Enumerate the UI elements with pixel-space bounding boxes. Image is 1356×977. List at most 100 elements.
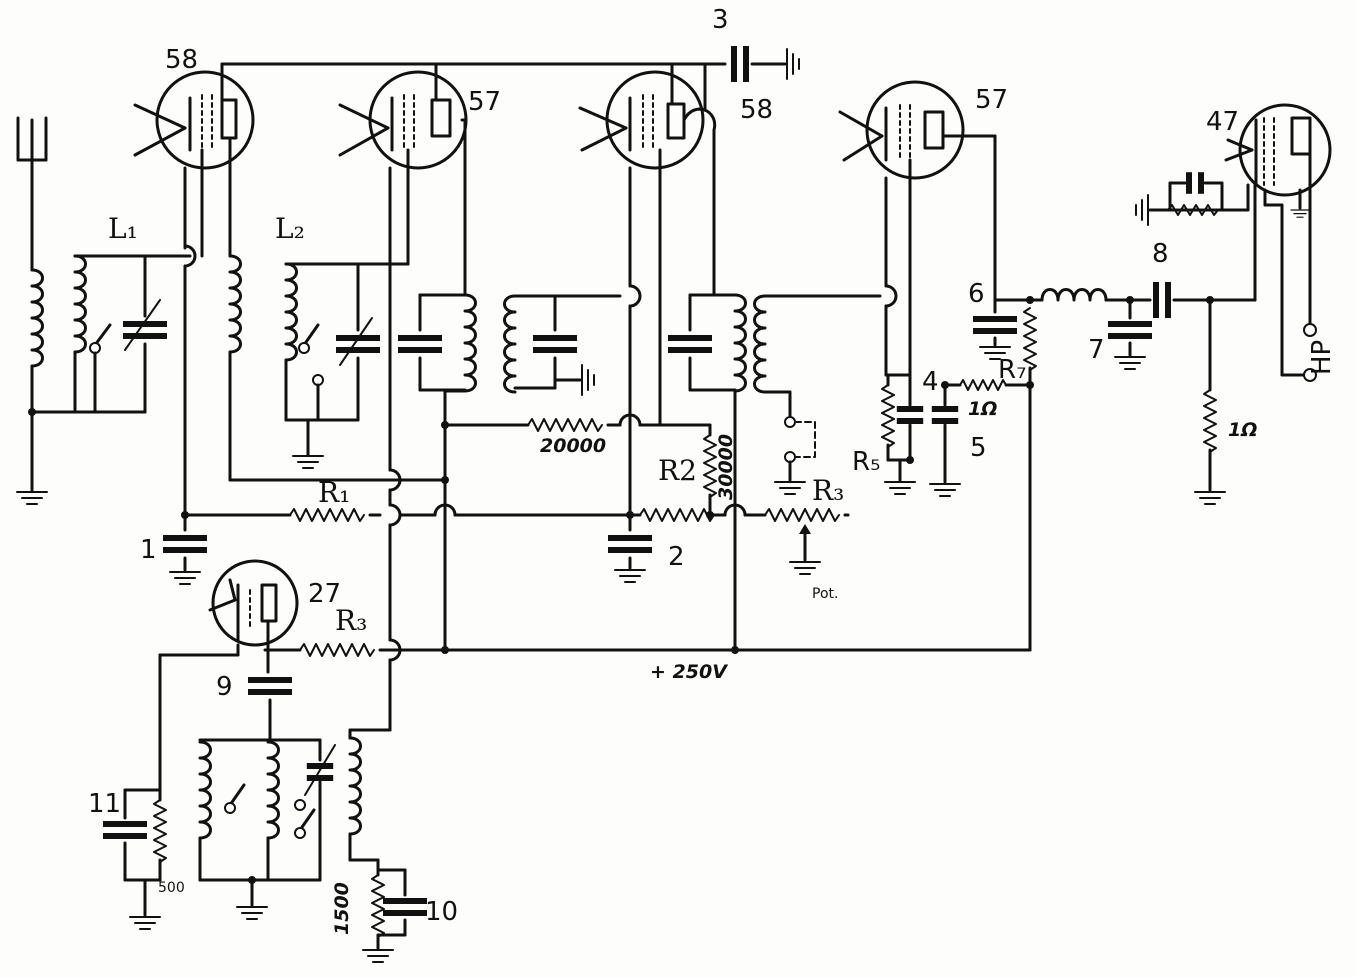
- rf-choke: [1040, 288, 1108, 302]
- tuning-capacitor: [123, 324, 167, 336]
- resistor-20000: [527, 418, 603, 432]
- resistor-500: [153, 799, 167, 863]
- ground-icon: [129, 916, 161, 930]
- grid-leak-resistor: [1203, 389, 1217, 453]
- switch-icon: [302, 323, 320, 347]
- coil-l2: [284, 262, 298, 362]
- if-transformer-secondary: [753, 294, 767, 394]
- switch-icon: [228, 783, 246, 807]
- ground-icon: [362, 949, 394, 963]
- capacitor-6: [973, 319, 1017, 331]
- capacitor-label-2: 2: [668, 542, 685, 572]
- capacitor-label-5: 5: [970, 433, 987, 463]
- resistor-label-r7: R₇: [998, 355, 1027, 385]
- tube-4: [838, 80, 965, 180]
- switch-icon: [93, 323, 112, 347]
- ground-icon: [236, 906, 268, 920]
- coil-l1: [73, 254, 87, 354]
- resistor-label-r1: R₁: [318, 476, 350, 509]
- antenna-icon: [16, 116, 48, 172]
- if-transformer-primary: [733, 293, 747, 393]
- resistor-r1: [289, 508, 365, 522]
- ground-icon: [16, 491, 48, 505]
- tube-label-6: 27: [308, 579, 341, 609]
- switch-icon: [298, 808, 316, 832]
- oscillator-coil-2: [266, 740, 280, 840]
- reaction-coil: [348, 736, 362, 836]
- supply-voltage-label: + 250V: [650, 661, 728, 683]
- tube-5: [1224, 103, 1332, 197]
- capacitor-8: [1156, 282, 1168, 318]
- resistor-label-r2: R2: [658, 454, 697, 487]
- capacitor-label-7: 7: [1088, 335, 1105, 365]
- ground-icon: [774, 481, 806, 495]
- antenna-coil: [30, 268, 44, 368]
- tube-3: [578, 70, 705, 170]
- tube-1: [133, 70, 255, 170]
- ground-icon: [1135, 194, 1149, 226]
- tube-label-5: 47: [1206, 107, 1239, 137]
- capacitor-label-6: 6: [968, 279, 985, 309]
- oscillator-tuning-capacitor: [307, 766, 333, 778]
- if-transformer-primary: [463, 293, 477, 393]
- capacitor-label-3: 3: [712, 5, 729, 35]
- resistor-1-ohm: [959, 379, 1007, 391]
- tube-label-3: 58: [740, 95, 773, 125]
- capacitor-label-1: 1: [140, 535, 157, 565]
- capacitor-7: [1108, 324, 1152, 336]
- resistor-value-30000: 30000: [715, 434, 737, 500]
- capacitor-2: [608, 538, 652, 550]
- tube-label-2: 57: [468, 87, 501, 117]
- resistor-value-20000: 20000: [540, 435, 606, 457]
- speaker-label: HP: [1307, 340, 1337, 375]
- resistor-label-r5: R₅: [852, 447, 881, 477]
- coil-label-l2: L₂: [275, 212, 305, 245]
- ground-icon: [1194, 491, 1226, 505]
- ground-icon: [1114, 356, 1146, 370]
- resistor-value-1ohm-a: 1Ω: [968, 398, 997, 420]
- cathode-resistor: [1167, 204, 1219, 216]
- tube-6: [208, 559, 299, 647]
- ground-icon: [789, 561, 821, 575]
- ground-icon: [929, 483, 961, 497]
- resistor-1500: [371, 874, 385, 938]
- ground-icon: [614, 569, 646, 583]
- capacitor-3: [734, 46, 746, 82]
- resistor-r7: [1023, 307, 1037, 371]
- resistor-r5: [881, 384, 895, 448]
- potentiometer-label: Pot.: [812, 586, 838, 602]
- ground-icon: [786, 48, 800, 80]
- capacitor-label-8: 8: [1152, 239, 1169, 269]
- coil-plate-1: [228, 254, 242, 354]
- resistor: [639, 508, 715, 522]
- ground-icon: [292, 455, 324, 469]
- resistor-label-r3-osc: R₃: [335, 604, 367, 637]
- resistor-value-1500: 1500: [331, 882, 353, 935]
- resistor-value-1ohm-b: 1Ω: [1228, 419, 1257, 441]
- cathode-capacitor: [1189, 172, 1201, 194]
- capacitor-1: [163, 538, 207, 550]
- oscillator-coil-1: [198, 740, 212, 840]
- if-transformer-secondary: [503, 294, 517, 394]
- if-capacitor: [668, 338, 712, 350]
- ground-icon: [1290, 209, 1310, 218]
- tube-label-4: 57: [975, 85, 1008, 115]
- capacitor-10: [383, 901, 427, 913]
- if-capacitor: [398, 338, 442, 350]
- capacitor-label-4: 4: [922, 367, 939, 397]
- if-capacitor: [533, 338, 577, 350]
- tube-2: [338, 70, 468, 170]
- capacitor-label-11: 11: [88, 789, 121, 819]
- coil-label-l1: L₁: [108, 212, 138, 245]
- resistor-label-r3: R₃: [812, 474, 844, 507]
- capacitor-label-10: 10: [425, 897, 458, 927]
- resistor-r3-osc: [299, 643, 375, 657]
- ground-icon: [169, 571, 201, 585]
- capacitor-label-9: 9: [216, 672, 233, 702]
- resistor-value-500: 500: [158, 880, 185, 896]
- capacitor-11: [103, 824, 147, 836]
- potentiometer-r3: [764, 508, 840, 522]
- ground-icon: [581, 364, 595, 396]
- capacitor-5: [932, 409, 958, 421]
